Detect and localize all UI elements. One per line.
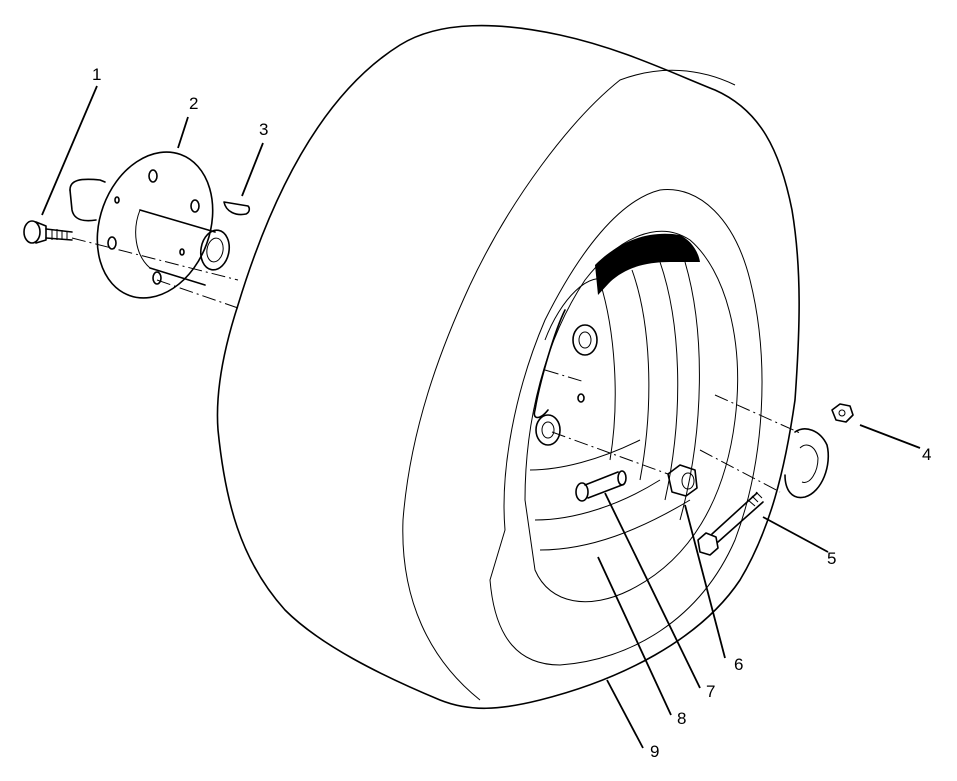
- spacer: [699, 394, 829, 499]
- callout-2: 2: [189, 94, 199, 113]
- rim: [529, 233, 700, 551]
- tire: [216, 24, 800, 710]
- valve-stem: [575, 470, 627, 502]
- callout-9: 9: [650, 742, 660, 761]
- lug-nut: [667, 464, 698, 497]
- centerline: [156, 279, 239, 309]
- callout-3: 3: [259, 120, 269, 139]
- hub-bolt: [23, 220, 73, 244]
- callout-5: 5: [827, 549, 837, 568]
- callout-1: 1: [92, 65, 102, 84]
- hub: [69, 151, 231, 299]
- centerline: [71, 237, 239, 281]
- centerline: [544, 369, 586, 383]
- lock-nut: [831, 403, 854, 423]
- woodruff-key: [223, 201, 251, 216]
- callout-6: 6: [734, 655, 744, 674]
- callout-4: 4: [922, 445, 932, 464]
- centerline: [551, 431, 669, 475]
- callout-8: 8: [677, 709, 687, 728]
- callout-7: 7: [706, 682, 716, 701]
- leader-lines: [41, 85, 921, 749]
- cap-screw: [697, 491, 764, 556]
